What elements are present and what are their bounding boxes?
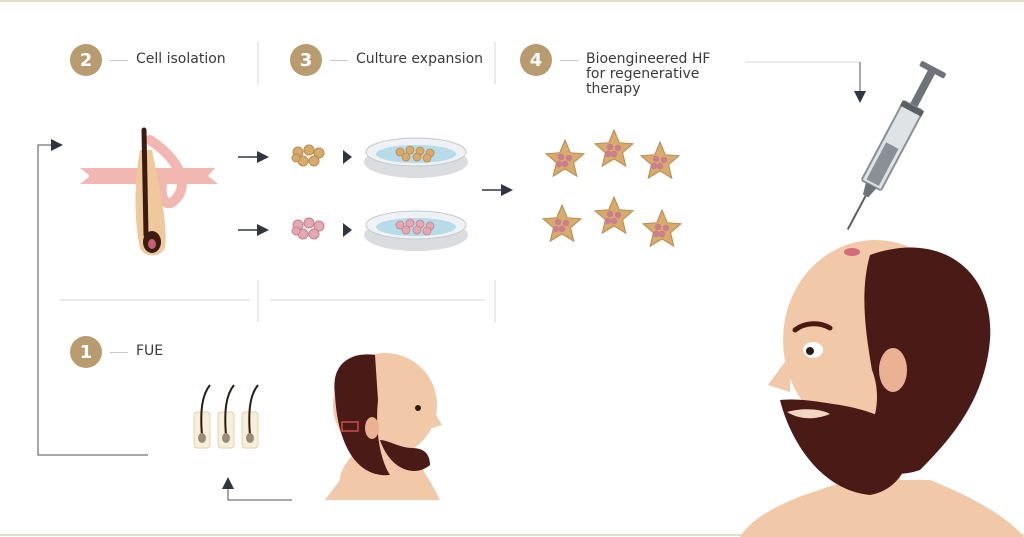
organoid-icon	[541, 203, 583, 243]
petri-dish-icon	[364, 210, 468, 251]
flow-arrows	[238, 151, 513, 236]
small-arrowheads	[343, 150, 352, 237]
bald-man-profile-icon	[740, 240, 1024, 537]
step-label: Bioengineered HF for regenerative therap…	[586, 44, 710, 97]
cell-cluster-icon	[291, 217, 325, 240]
arrow-to-grafts	[222, 477, 292, 501]
follicle-graft-icon	[193, 384, 259, 449]
step-2-cell-isolation: 2 Cell isolation	[70, 44, 226, 76]
loop-arrow-path	[37, 139, 148, 456]
petri-dish-icon	[364, 137, 468, 178]
step-dash	[110, 60, 128, 61]
organoid-icon	[544, 138, 586, 178]
organoid-icon	[593, 195, 635, 235]
organoid-icon	[641, 208, 683, 248]
section-dividers	[60, 42, 860, 322]
bald-man-profile-icon	[325, 353, 442, 500]
step-label-line: for regenerative	[586, 66, 700, 82]
step-number-badge: 3	[290, 44, 322, 76]
organoid-group	[541, 128, 683, 248]
step-dash	[560, 60, 578, 61]
step-label: Culture expansion	[356, 51, 484, 67]
step-label: Cell isolation	[136, 51, 226, 67]
step-label-line: therapy	[586, 81, 641, 97]
organoid-icon	[593, 128, 635, 168]
step-4-bioengineered-hf: 4 Bioengineered HF for regenerative ther…	[520, 44, 710, 97]
step-1-fue: 1 FUE	[70, 336, 163, 368]
step-label-line: Bioengineered HF	[586, 51, 711, 67]
step-number-badge: 4	[520, 44, 552, 76]
hair-follicle-icon	[80, 127, 218, 256]
step-label: FUE	[136, 343, 164, 359]
step-dash	[330, 60, 348, 61]
syringe-icon	[846, 61, 946, 230]
step-number-badge: 1	[70, 336, 102, 368]
cell-cluster-icon	[291, 144, 325, 167]
step-dash	[110, 352, 128, 353]
step-3-culture-expansion: 3 Culture expansion	[290, 44, 483, 76]
organoid-icon	[639, 140, 681, 180]
step-number-badge: 2	[70, 44, 102, 76]
